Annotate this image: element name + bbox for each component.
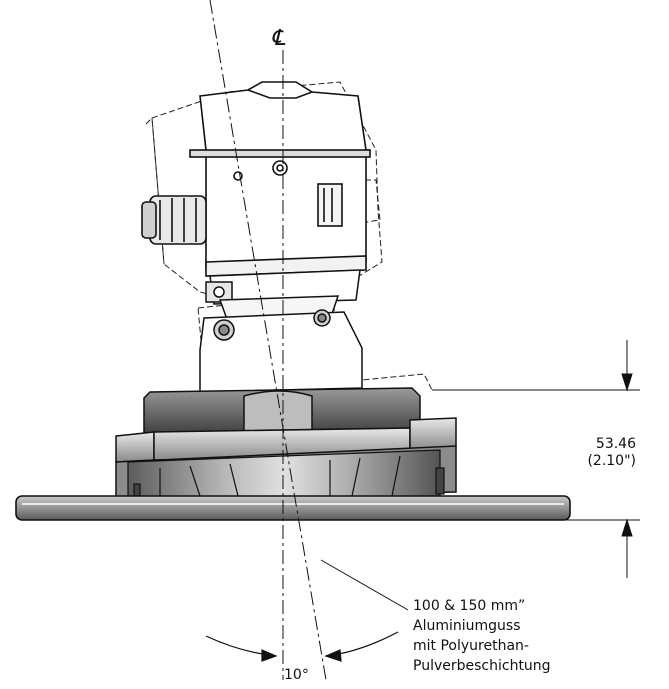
dimension-inch-label: (2.10") — [587, 453, 636, 469]
note-line-1: 100 & 150 mm” — [413, 598, 526, 614]
dimension-mm-label: 53.46 — [595, 436, 636, 452]
material-note: 100 & 150 mm” Aluminiumguss mit Polyuret… — [413, 596, 551, 676]
note-line-3: mit Polyurethan- — [413, 638, 529, 654]
swivel-clamp — [199, 269, 363, 393]
tilted-axis — [209, 0, 327, 681]
centerline-symbol: ℄ — [271, 26, 286, 51]
bottom-flange — [15, 495, 571, 521]
angle-arcs — [205, 559, 409, 662]
flange-cap — [143, 387, 421, 435]
dimension-53-46 — [432, 340, 640, 578]
note-line-2: Aluminiumguss — [413, 618, 521, 634]
tilt-angle-label: 10° — [284, 667, 309, 683]
electronics-housing — [141, 81, 371, 277]
note-line-4: Pulverbeschichtung — [413, 658, 551, 674]
